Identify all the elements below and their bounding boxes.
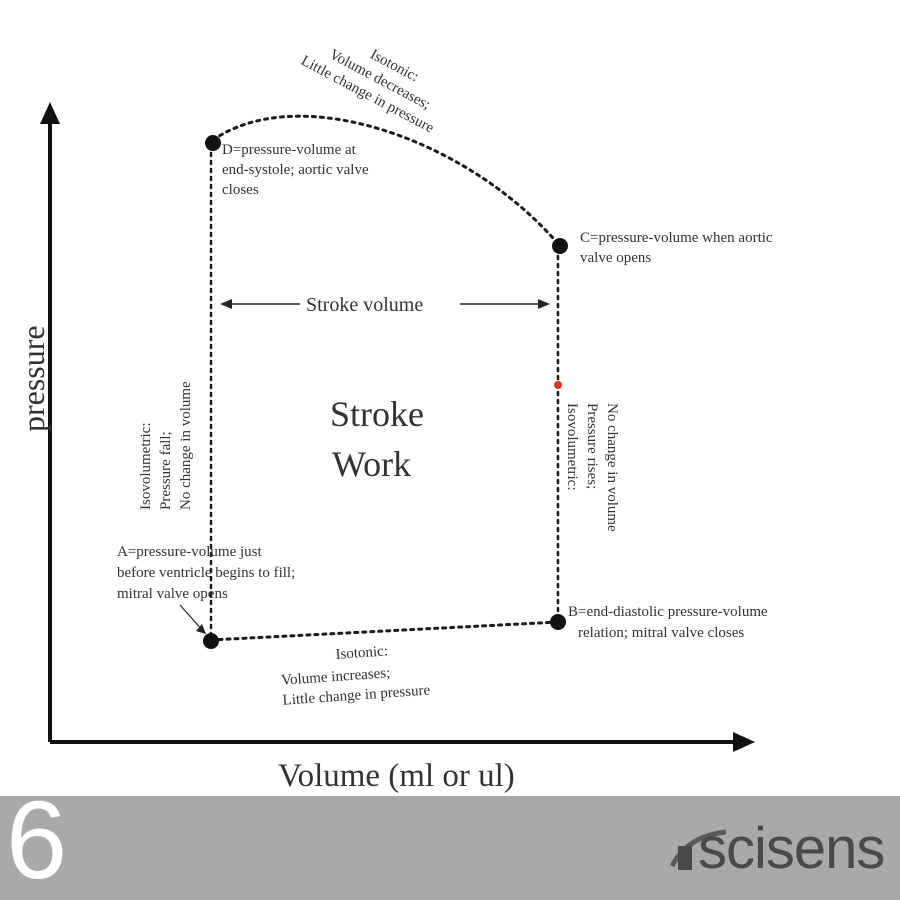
left-phase-label: Isovolumetric: Pressure fall; No change … [138, 381, 194, 510]
pressure-volume-loop-diagram: pressure Volume (ml or ul) Stroke volume… [15, 19, 776, 794]
scisens-logo: scisens [668, 814, 900, 884]
slide-number: 6 [6, 796, 68, 900]
top-curve-d-to-c [211, 114, 562, 248]
point-b-label: B=end-diastolic pressure-volume relation… [568, 604, 771, 641]
point-d [205, 135, 221, 151]
x-axis-label: Volume (ml or ul) [278, 758, 515, 794]
bottom-phase-label: Isotonic: Volume increases; Little chang… [279, 641, 431, 709]
point-b [550, 614, 566, 630]
right-phase-label: Isovolumetric: Pressure rises; No change… [564, 403, 620, 532]
logo-text-sens: sens [765, 816, 886, 881]
stroke-work-label: Stroke Work [330, 394, 433, 484]
point-c-label: C=pressure-volume when aortic valve open… [580, 230, 776, 266]
point-d-label: D=pressure-volume at end-systole; aortic… [222, 142, 372, 198]
logo-text: scisens [698, 814, 886, 884]
red-marker [554, 381, 562, 389]
top-phase-label: Isotonic: Volume decreases; Little chang… [298, 19, 454, 136]
y-axis-arrowhead [40, 102, 60, 124]
x-axis-arrowhead [733, 732, 755, 752]
stroke-volume-left-arrowhead [220, 299, 232, 309]
logo-text-sci: sci [698, 816, 767, 881]
stroke-volume-label: Stroke volume [306, 294, 423, 316]
bottom-line-a-to-b [209, 620, 560, 642]
y-axis-label: pressure [15, 325, 51, 432]
logo-swoosh-icon [669, 829, 727, 870]
stroke-volume-right-arrowhead [538, 299, 550, 309]
point-a-label: A=pressure-volume just before ventricle … [117, 544, 299, 602]
point-a-pointer-head [196, 624, 206, 634]
point-c [552, 238, 568, 254]
point-a [203, 633, 219, 649]
footer-bar: 6 scisens [0, 796, 900, 900]
